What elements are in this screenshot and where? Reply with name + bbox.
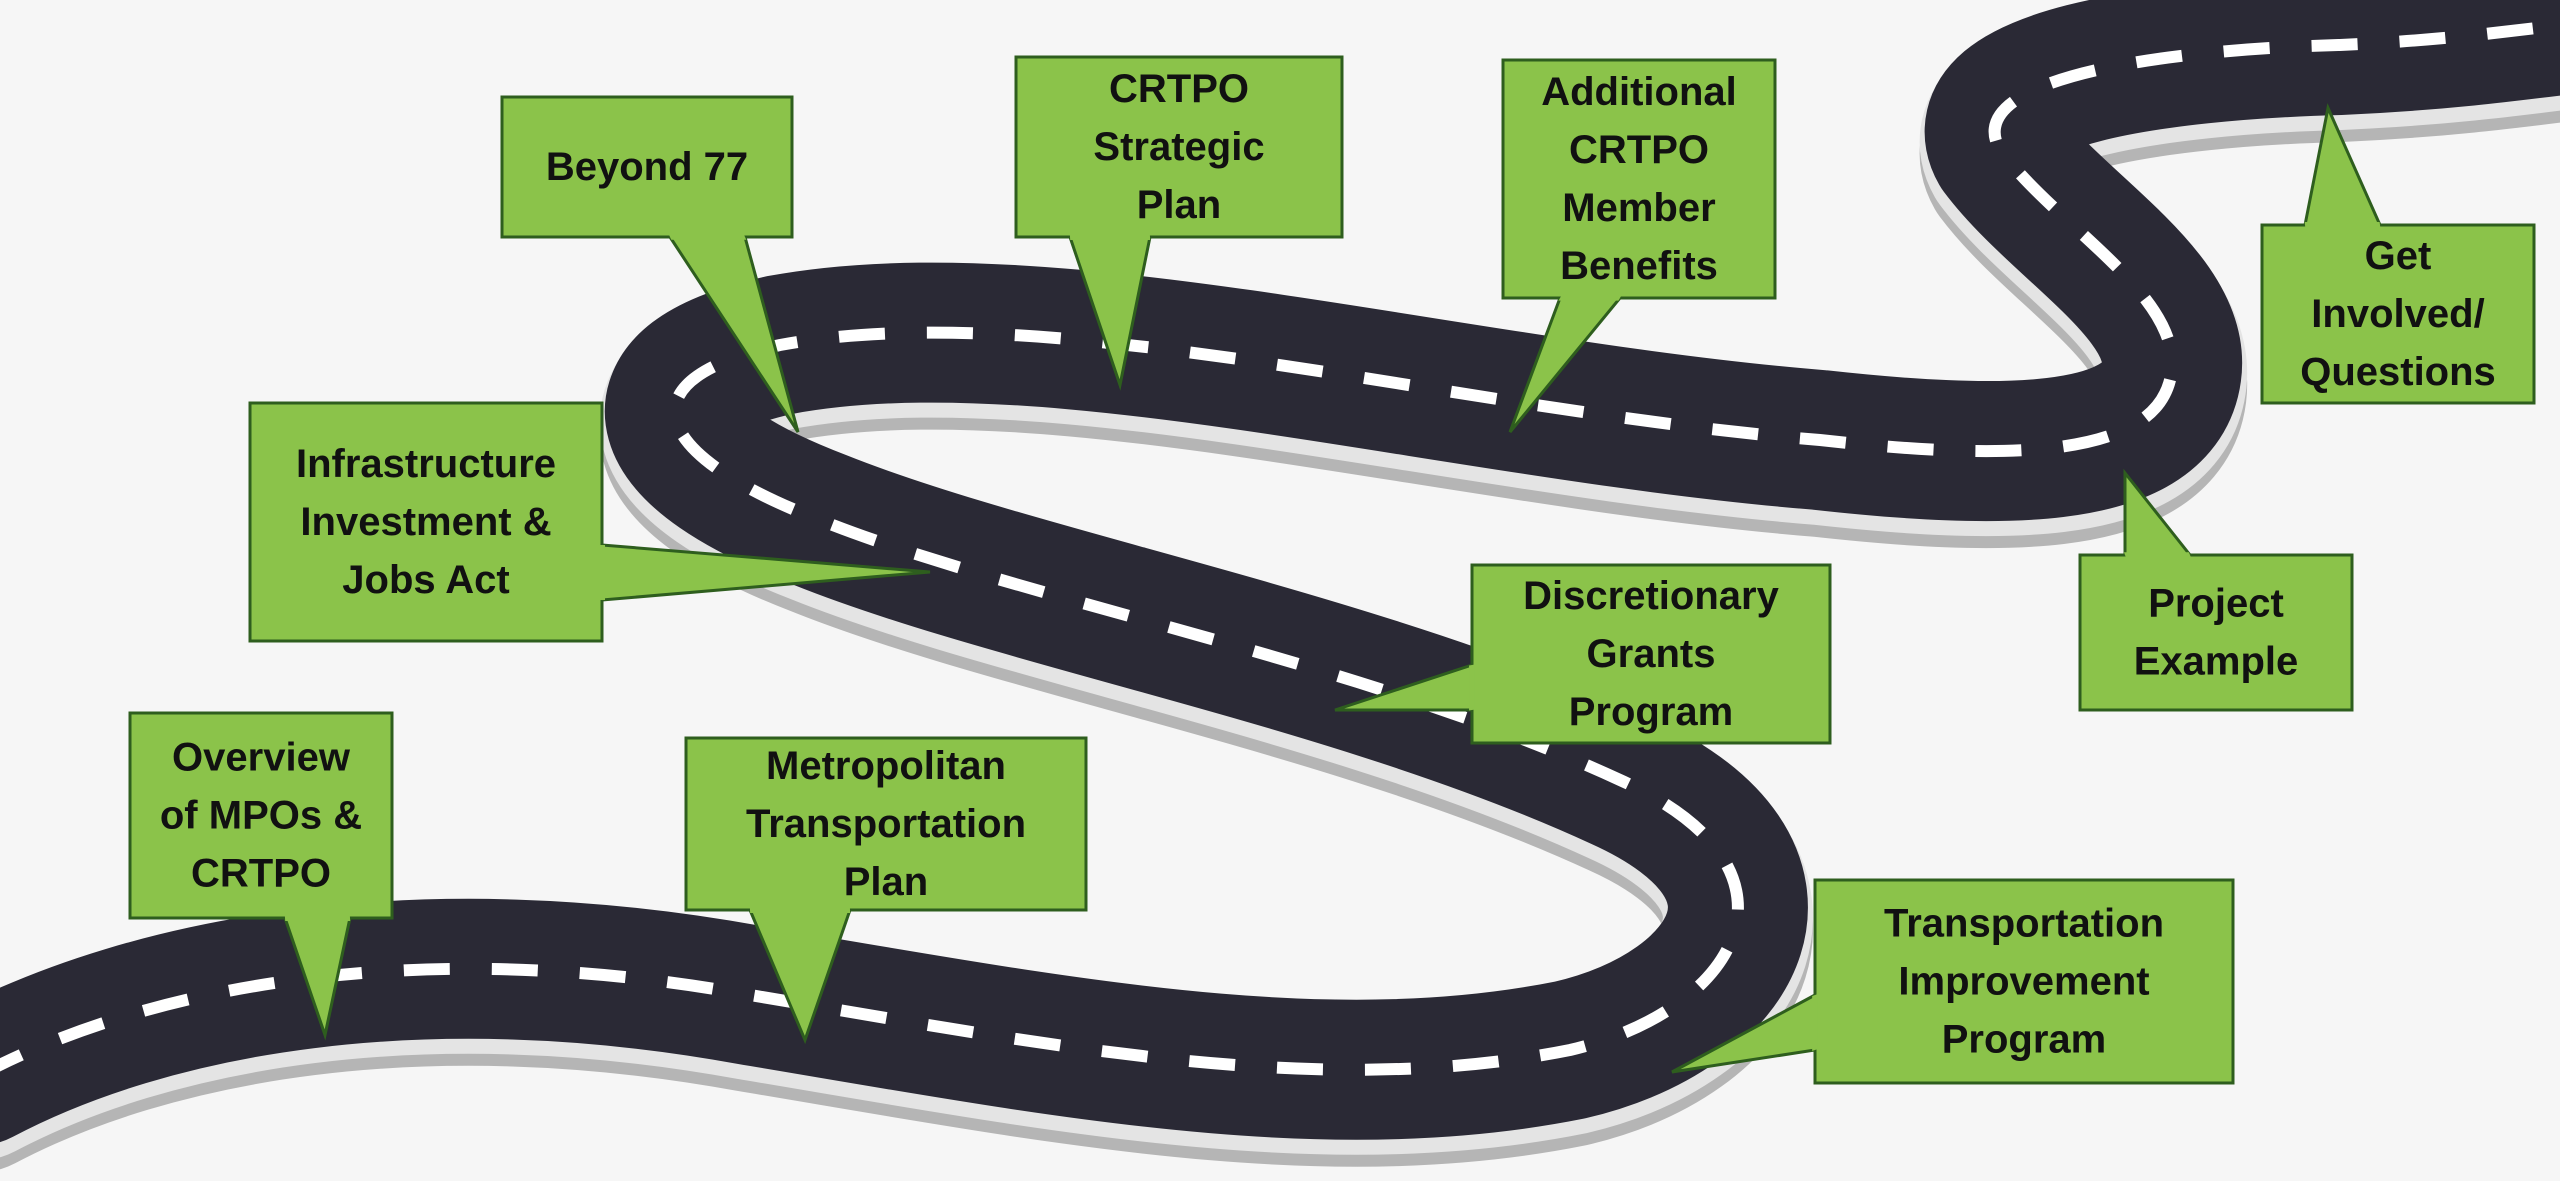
callout-label-line: Transportation: [1884, 902, 2164, 946]
callout-box: [684, 736, 1088, 912]
callout-label-line: Questions: [2300, 350, 2496, 394]
callout-box: [500, 95, 794, 239]
callout-seam: [599, 544, 605, 601]
callout-label-line: Get: [2365, 234, 2432, 278]
callout-label-line: Program: [1569, 690, 1734, 734]
callout-seam: [284, 915, 351, 921]
callout-box: [1470, 563, 1832, 745]
callout-label-line: Additional: [1541, 70, 1737, 114]
callout-box: [1813, 878, 2235, 1085]
callout-label-line: Grants: [1587, 632, 1716, 676]
callout-box: [1501, 58, 1777, 300]
callout-seam: [2123, 552, 2192, 558]
callout-label-line: Improvement: [1898, 960, 2149, 1004]
lane-markings: [0, 19, 2560, 1076]
callout-box: [2260, 223, 2536, 405]
callout-label-line: Strategic: [1093, 125, 1264, 169]
callout-box: [1014, 55, 1344, 239]
callout-label-line: Transportation: [746, 802, 1026, 846]
callout-label-line: Involved/: [2311, 292, 2484, 336]
callout-label-line: Investment &: [300, 500, 551, 544]
callout-box: [248, 401, 604, 643]
callout-seam: [1069, 234, 1151, 240]
callout-label-line: Metropolitan: [766, 744, 1006, 788]
callout-label-line: CRTPO: [191, 852, 331, 896]
callout-box: [2078, 553, 2354, 712]
callout-beyond-77: Beyond 77: [500, 95, 800, 433]
callout-box: [128, 711, 394, 920]
callouts: Overview of MPOs & CRTPO MetropolitanTransp…: [128, 55, 2536, 1085]
callout-label-line: Example: [2134, 640, 2299, 684]
callout-seam: [1812, 994, 1818, 1051]
callout-label-line: CRTPO: [1569, 128, 1709, 172]
callout-seam: [668, 234, 747, 240]
callout-label-line: Program: [1942, 1018, 2107, 1062]
callout-label-line: Jobs Act: [342, 558, 509, 602]
callout-seam: [749, 907, 851, 913]
callout-label-line: Member: [1562, 186, 1715, 230]
callout-seam: [1558, 295, 1622, 301]
callout-label-line: Project: [2148, 582, 2284, 626]
callout-label-line: Benefits: [1560, 244, 1718, 288]
callout-overview: Overview of MPOs & CRTPO: [128, 711, 394, 1041]
callout-label-line: Overview: [172, 736, 351, 780]
callout-label-line: Plan: [1137, 183, 1221, 227]
callout-label-line: CRTPO: [1109, 67, 1249, 111]
callout-label-line: Beyond 77: [546, 145, 748, 189]
callout-seam: [1469, 664, 1475, 711]
callout-label-line: Plan: [844, 860, 928, 904]
callout-seam: [2304, 222, 2381, 228]
callout-label-line: Discretionary: [1523, 574, 1779, 618]
callout-label-line: of MPOs &: [160, 794, 362, 838]
callout-label-line: Infrastructure: [296, 442, 556, 486]
